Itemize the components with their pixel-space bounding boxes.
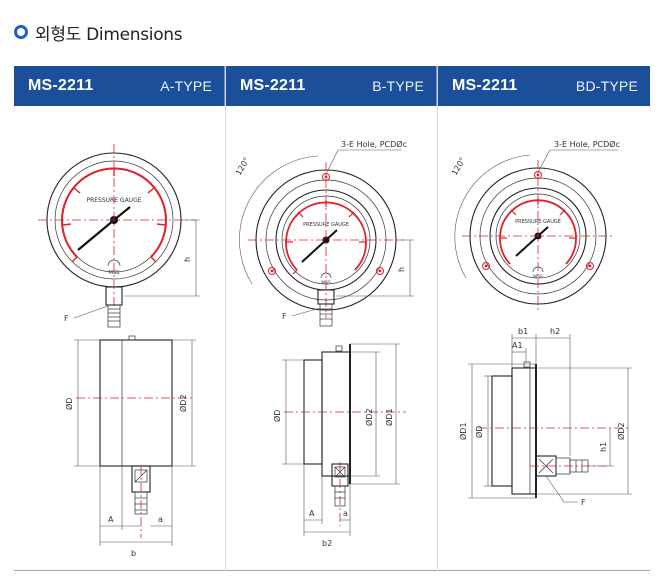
b-label: b [131,549,136,558]
d-label: ØD [474,426,484,438]
brand-logo-text: MSS [533,274,543,280]
section-title: 외형도 Dimensions [14,20,183,45]
b2-label: b2 [322,539,332,548]
h-label: h [183,257,192,262]
d-label: ØD [64,398,74,410]
column-bd-type: MS-2211 BD-TYPE PRESSURE GAUGE [438,66,650,571]
d-label: ØD [272,410,282,422]
a-upper-label: A [309,509,315,518]
h2-label: h2 [550,327,560,336]
h1-label: h1 [599,442,608,452]
d1-label: ØD1 [458,422,468,440]
angle-label: 120° [450,156,467,177]
gauge-side-view: ØD ØD2 ØD1 [272,343,406,548]
d2-label: ØD2 [616,422,626,440]
column-header: MS-2211 B-TYPE [226,66,437,106]
angle-label: 120° [234,156,251,177]
f-label: F [64,314,69,323]
type-name: A-TYPE [160,78,212,94]
a-upper-label: A [108,515,114,524]
gauge-side-view: b1 h2 A1 ØD1 ØD h1 ØD2 [458,327,632,507]
gauge-side-view: ØD ØD2 [64,335,196,558]
hole-label: 3-E Hole, PCDØc [341,139,407,149]
f-label: F [581,498,586,507]
column-a-type: MS-2211 A-TYPE PRESSURE GAUGE [14,66,226,571]
a-lower-label: a [343,509,348,518]
h-label: h [397,267,406,272]
a-type-drawing: PRESSURE GAUGE MSS h [38,144,200,558]
type-name: BD-TYPE [575,78,638,94]
brand-logo-text: MSS [109,270,120,276]
gauge-front-view: PRESSURE GAUGE MSS 120° 3-E Hole, PCDØc [234,139,414,327]
column-b-type: MS-2211 B-TYPE PRESSURE GAUGE [226,66,438,571]
f-label: F [282,312,287,321]
d2-label: ØD2 [178,394,188,412]
a-lower-label: a [158,515,163,524]
bullet-icon [14,25,28,39]
b1-label: b1 [518,327,528,336]
gauge-front-view: PRESSURE GAUGE MSS 120° 3-E Hole, PCDØc [450,139,620,312]
column-header: MS-2211 BD-TYPE [438,66,650,106]
gauge-front-view: PRESSURE GAUGE MSS h [38,144,200,328]
hole-label: 3-E Hole, PCDØc [554,139,620,149]
model-name: MS-2211 [28,77,94,94]
bd-type-drawing: PRESSURE GAUGE MSS 120° 3-E Hole, PCDØc [450,139,632,507]
model-name: MS-2211 [240,77,306,94]
column-header: MS-2211 A-TYPE [14,66,225,106]
b-type-drawing: PRESSURE GAUGE MSS 120° 3-E Hole, PCDØc [234,139,414,548]
section-title-text: 외형도 Dimensions [35,24,183,45]
model-name: MS-2211 [452,77,518,94]
gauge-dial-text: PRESSURE GAUGE [515,219,561,225]
type-name: B-TYPE [372,78,424,94]
a1-label: A1 [512,341,523,350]
dimensions-table: MS-2211 A-TYPE PRESSURE GAUGE [14,66,650,571]
d2-label: ØD2 [364,408,374,426]
d1-label: ØD1 [384,408,394,426]
